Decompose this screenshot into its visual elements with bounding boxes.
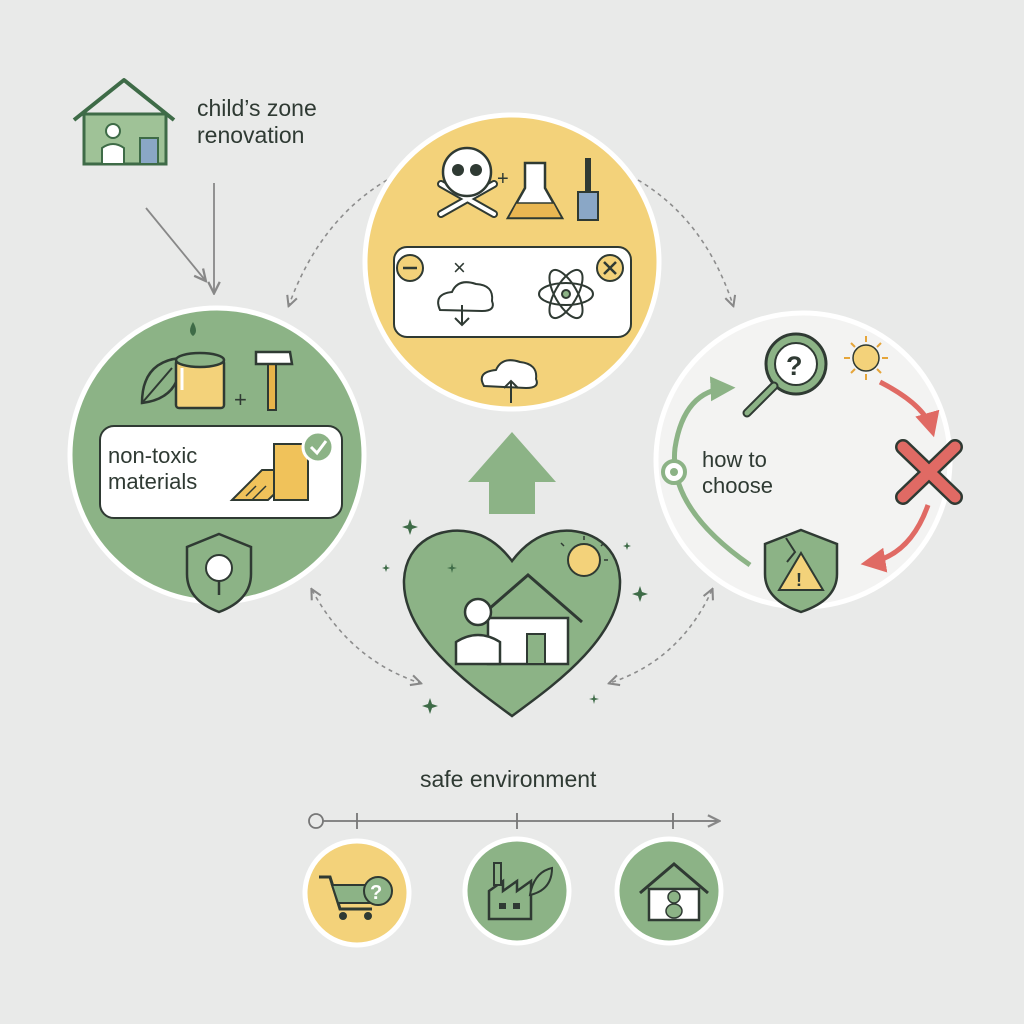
non-toxic-materials-label: non-toxic materials [108,443,198,494]
choose-circle: ? ! [653,310,963,614]
red-x-icon [895,439,963,505]
cloud-download-icon [437,281,494,327]
svg-text:?: ? [786,351,803,381]
check-badge-icon [301,430,335,464]
title-connectors [145,183,214,292]
atom-icon [538,268,594,320]
x-circle-icon [596,254,624,282]
sparkles [382,519,648,714]
wood-planks-icon [229,443,309,501]
safe-environment-label: safe environment [420,766,597,792]
up-arrow-icon [468,432,556,514]
svg-text:!: ! [796,570,802,590]
paint-can-icon [174,322,226,410]
timeline [308,813,718,829]
shield-warning-icon: ! [763,528,839,614]
magnifier-question-icon: ? [742,332,828,418]
minus-circle-icon [396,254,424,282]
cloud-upload-icon [480,359,538,403]
svg-text:?: ? [370,882,382,904]
house-child-icon [72,78,176,166]
shield-tree-icon [185,532,253,614]
flask-icon [505,161,565,220]
svg-text:+: + [234,387,247,412]
paintbrush-icon [577,158,599,221]
svg-text:×: × [453,255,466,280]
heart-home-icon [402,529,622,718]
hammer-icon [254,350,294,411]
dashed-connectors [289,179,733,683]
title-label: child’s zone renovation [197,95,317,149]
svg-text:+: + [497,168,509,190]
home-teddy-icon [614,836,724,946]
hazards-circle: + × [362,112,662,412]
how-to-choose-label: how to choose [702,447,773,498]
eco-factory-icon [462,836,572,946]
sun-icon [844,336,888,380]
cart-question-icon: ? [302,838,412,948]
skull-crossbones-icon [437,146,498,218]
materials-circle: + [67,305,367,614]
